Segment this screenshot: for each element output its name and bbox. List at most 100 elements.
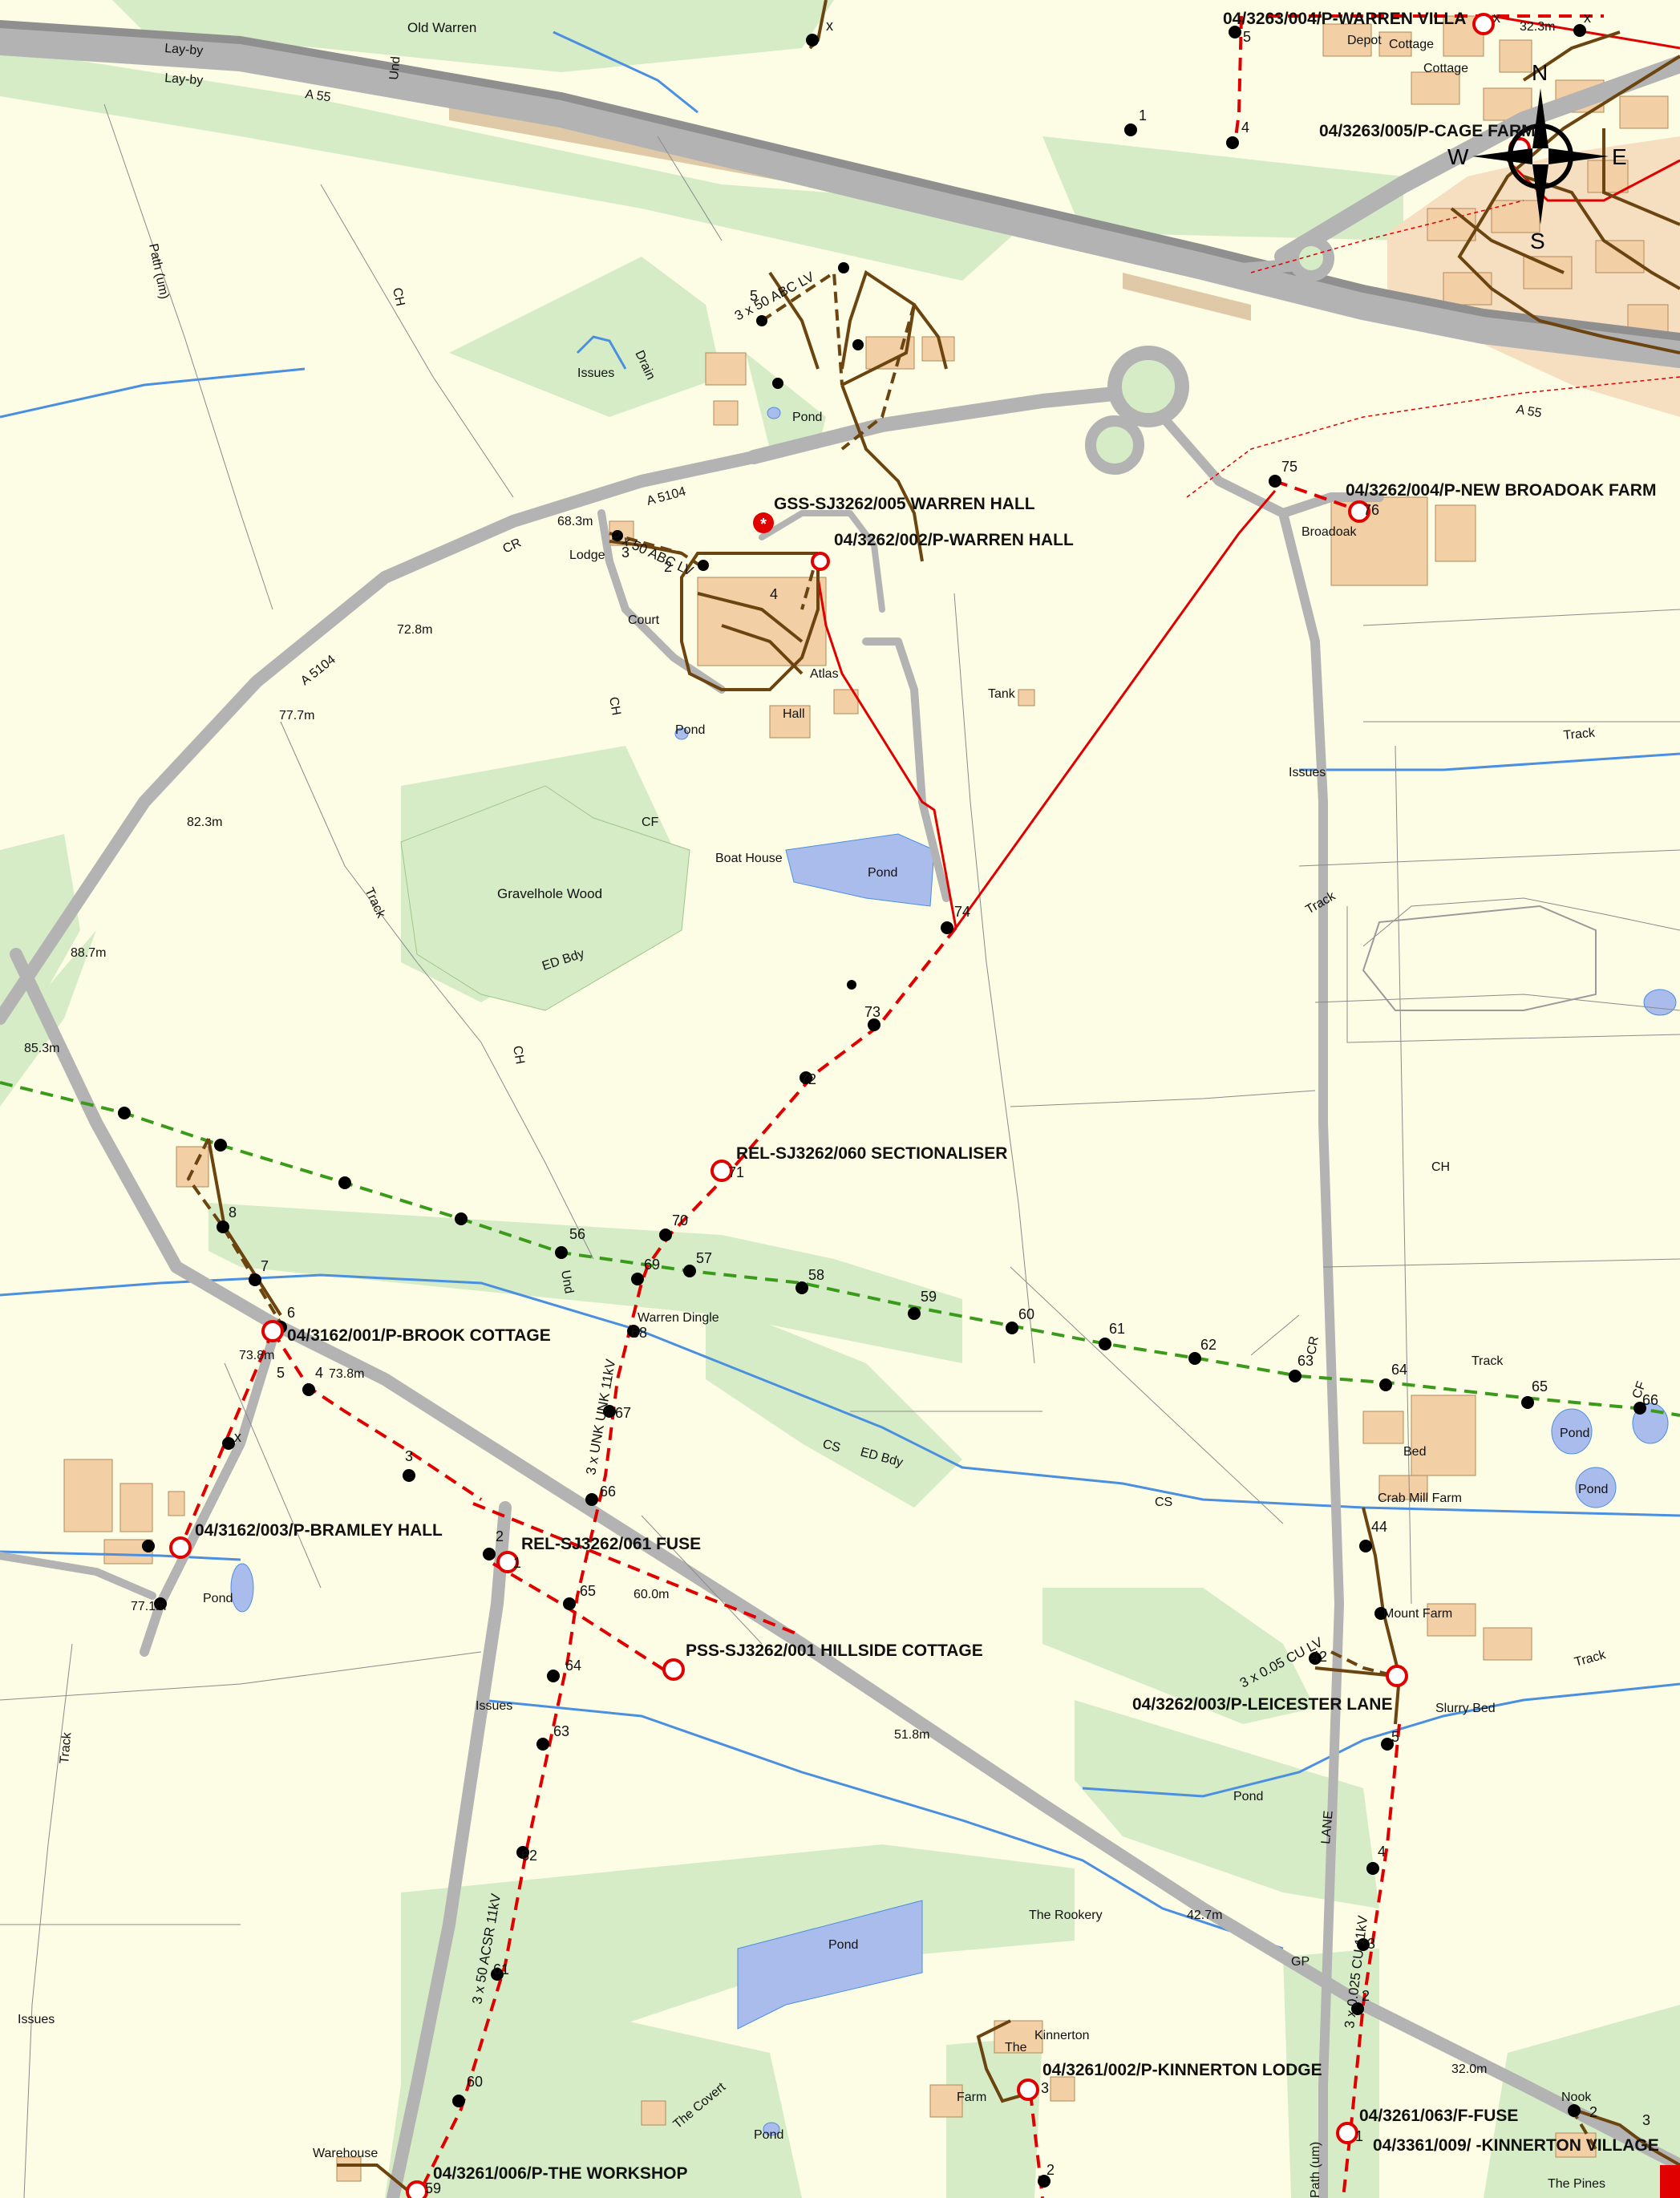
pond-bramley — [230, 1563, 254, 1613]
pole-num-k3: 3 — [1041, 2080, 1049, 2096]
place-ch4: CH — [1431, 1160, 1450, 1174]
pole-num-67: 67 — [615, 1405, 631, 1421]
pole-num-61: 61 — [493, 1961, 509, 1977]
place-h853: 85.3m — [24, 1042, 59, 1055]
place-cf2: CF — [1630, 1379, 1649, 1400]
place-h518: 51.8m — [894, 1728, 929, 1742]
label-kinnerton-village: 04/3361/009/ -KINNERTON VILLAGE — [1373, 2136, 1659, 2155]
label-kinnerton-lodge: 04/3261/002/P-KINNERTON LODGE — [1042, 2061, 1322, 2079]
roads — [0, 20, 1680, 2198]
pole-num-tx: x — [826, 18, 833, 34]
place-cottage2: Cottage — [1423, 62, 1468, 75]
pole-num-wx1: x — [1493, 10, 1500, 26]
pole-num-k2: 2 — [1046, 2162, 1055, 2178]
pole-num-60: 60 — [467, 2074, 483, 2090]
place-gravelhole: Gravelhole Wood — [497, 886, 602, 901]
substation-hillside-cottage-icon — [662, 1658, 685, 1681]
place-h683: 68.3m — [557, 515, 593, 528]
pole-num-b5: 5 — [277, 1365, 285, 1381]
pole-num-63: 63 — [553, 1723, 569, 1739]
place-ch3: CH — [510, 1045, 527, 1066]
pole-num-76: 76 — [1363, 502, 1379, 518]
substation-sectionaliser-icon — [710, 1160, 733, 1182]
pole-num-bx: x — [234, 1429, 241, 1445]
pond-south — [737, 1900, 923, 2030]
compass-n: N — [1532, 60, 1548, 85]
place-the: The — [1005, 2041, 1027, 2054]
place-und2: Und — [558, 1269, 576, 1295]
pole-num-g59: 59 — [921, 1289, 937, 1305]
place-pond9: Pond — [754, 2128, 783, 2142]
place-court: Court — [628, 613, 660, 627]
place-bed: Bed — [1403, 1445, 1426, 1459]
pole-num-4a: 4 — [1241, 119, 1249, 136]
pole-num-g62: 62 — [1200, 1337, 1216, 1353]
place-h427: 42.7m — [1187, 1909, 1222, 1922]
place-h320: 32.0m — [1451, 2062, 1487, 2076]
poles[interactable] — [118, 24, 1646, 2188]
label-leicester-lane: 04/3262/003/P-LEICESTER LANE — [1132, 1695, 1392, 1714]
pole-num-v2: 2 — [1589, 2104, 1597, 2120]
place-pines: The Pines — [1548, 2177, 1605, 2191]
pole-num-68: 68 — [631, 1325, 647, 1341]
place-warren-dingle: Warren Dingle — [638, 1311, 719, 1325]
place-tank: Tank — [988, 687, 1016, 701]
pole-num-g65: 65 — [1532, 1378, 1548, 1394]
pole-num-l2: 2 — [1362, 1988, 1370, 2004]
pole-num-73: 73 — [864, 1004, 880, 1020]
gss-symbol[interactable]: * — [753, 512, 774, 533]
place-pond2: Pond — [675, 723, 705, 737]
label-sectionaliser: REL-SJ3262/060 SECTIONALISER — [736, 1144, 1007, 1163]
svg-text:*: * — [760, 516, 767, 533]
pole-num-5a: 5 — [1243, 29, 1251, 45]
pole-num-b7: 7 — [261, 1258, 269, 1274]
place-a55b: A 55 — [1515, 403, 1543, 420]
compass-w: W — [1447, 144, 1469, 169]
label-fuse-063: 04/3261/063/F-FUSE — [1359, 2107, 1518, 2125]
pole-num-b3: 3 — [405, 1448, 413, 1464]
place-track1: Track — [1563, 727, 1597, 743]
pole-num-l4: 4 — [1378, 1844, 1386, 1860]
pole-num-g63: 63 — [1297, 1353, 1314, 1369]
label-warren-villa: 04/3263/004/P-WARREN VILLA — [1223, 10, 1466, 28]
pole-num-75: 75 — [1281, 459, 1297, 475]
place-cottage1: Cottage — [1389, 38, 1434, 51]
substation-warren-hall-icon — [811, 552, 830, 571]
place-h738a: 73.8m — [239, 1349, 274, 1362]
label-gss-warren-hall: GSS-SJ3262/005 WARREN HALL — [774, 495, 1035, 513]
substation-new-broadoak-icon — [1348, 500, 1370, 523]
roundabouts — [1085, 235, 1334, 475]
pole-num-l44: 44 — [1371, 1519, 1387, 1535]
place-cs2: CS — [1155, 1496, 1172, 1509]
label-the-workshop: 04/3261/006/P-THE WORKSHOP — [433, 2164, 687, 2183]
place-h600: 60.0m — [634, 1588, 669, 1601]
substation-brook-cottage-icon — [261, 1320, 284, 1342]
pole-num-65: 65 — [580, 1583, 596, 1599]
place-hall: Hall — [783, 707, 805, 721]
pole-num-66: 66 — [600, 1484, 616, 1500]
pole-num-70: 70 — [672, 1212, 688, 1229]
track-oval — [1362, 905, 1597, 1011]
hv-lines — [179, 14, 1604, 2198]
place-cr2: CR — [1305, 1335, 1322, 1356]
substation-labels: 04/3263/004/P-WARREN VILLA 04/3263/005/P… — [195, 10, 1659, 2183]
hv-spine — [415, 926, 957, 2198]
place-pond6: Pond — [203, 1592, 233, 1605]
pole-num-72: 72 — [800, 1071, 816, 1087]
pole-num-g66: 66 — [1642, 1392, 1658, 1408]
place-track4: Track — [1472, 1354, 1504, 1368]
place-pond8: Pond — [828, 1938, 858, 1952]
kinnerton-village-marker[interactable] — [1660, 2165, 1680, 2198]
place-boathouse: Boat House — [715, 852, 783, 865]
pole-num-69: 69 — [644, 1257, 660, 1273]
place-pond4: Pond — [1560, 1427, 1589, 1440]
pole-num-74: 74 — [954, 904, 970, 920]
pole-num-64: 64 — [565, 1658, 581, 1674]
place-pond5: Pond — [1578, 1483, 1608, 1496]
streams — [0, 30, 1680, 1950]
place-kinnerton: Kinnerton — [1034, 2029, 1090, 2042]
pole-num-wx2: x — [1584, 10, 1591, 26]
compass-e: E — [1612, 144, 1627, 169]
place-lane: LANE — [1319, 1810, 1336, 1844]
